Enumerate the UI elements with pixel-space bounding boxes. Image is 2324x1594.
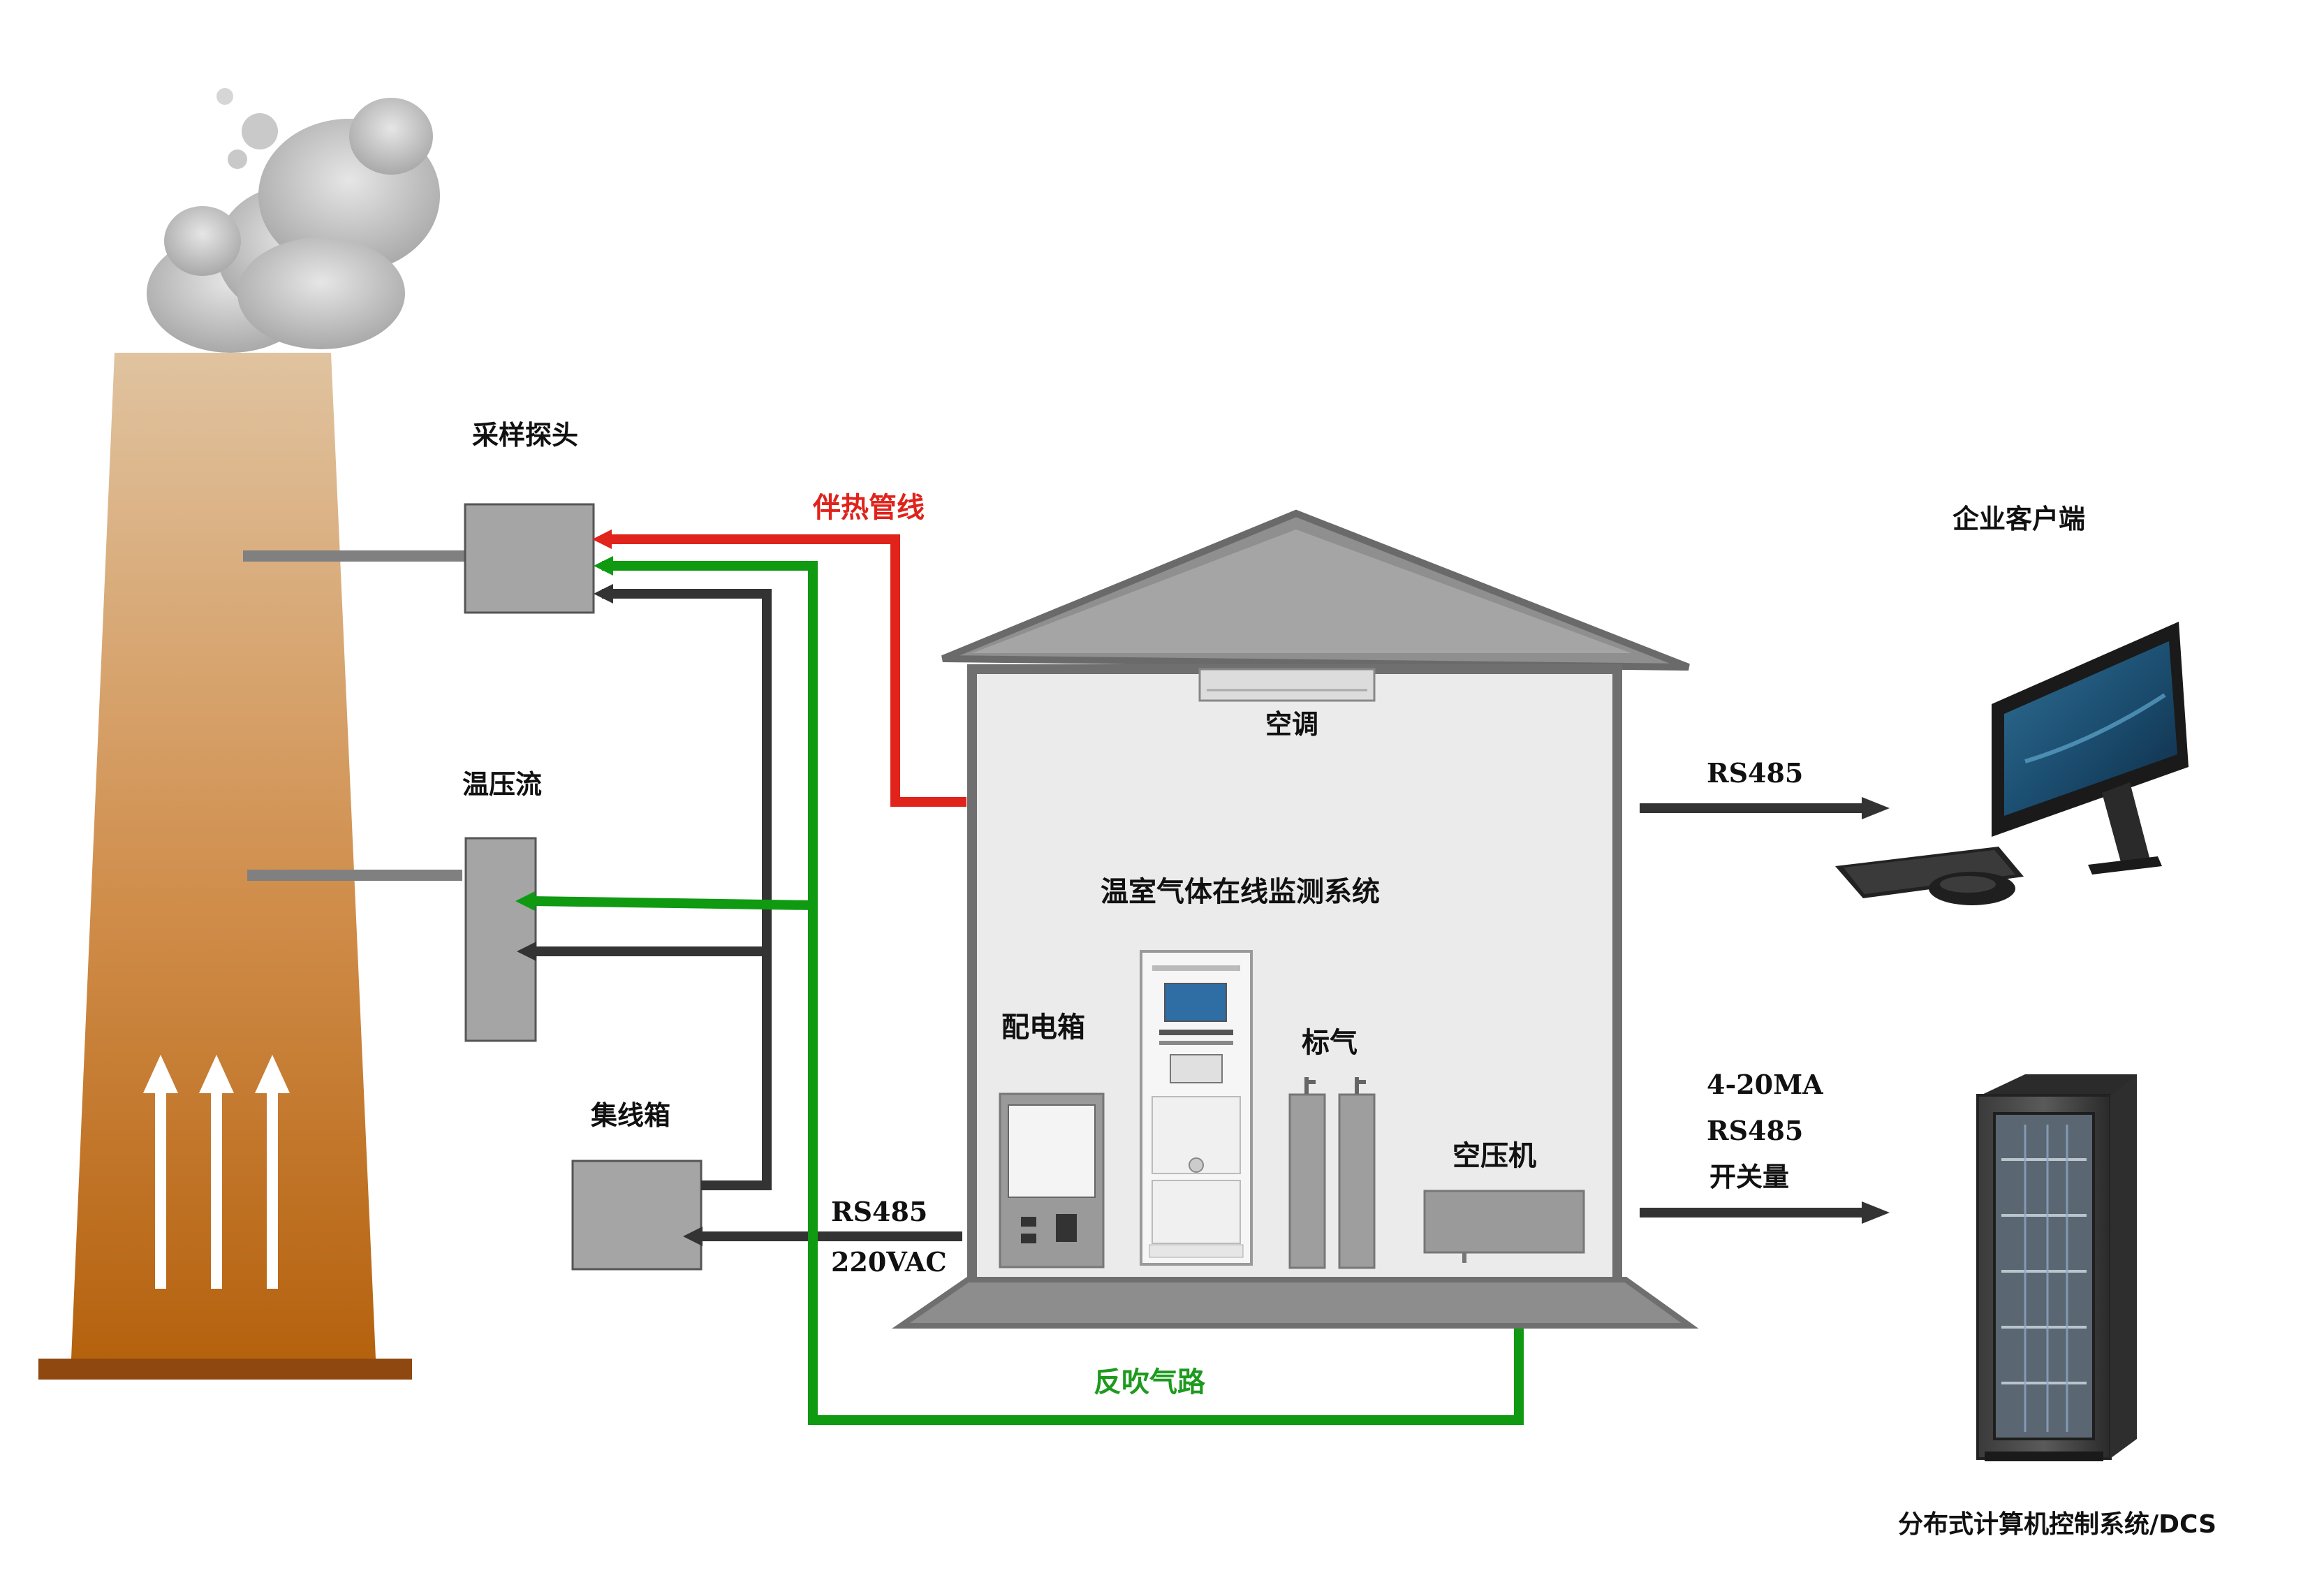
- junction-box-label: 集线箱: [590, 1100, 670, 1131]
- backblow-arrowhead: [515, 891, 535, 911]
- standard-gas-cylinders: [1288, 1077, 1376, 1269]
- client-computer: [1835, 622, 2189, 905]
- server-rack-icon: [1976, 1074, 2137, 1461]
- junction-box: [571, 1160, 703, 1271]
- probe-label: 采样探头: [472, 420, 578, 451]
- sampling-probe-box: [464, 503, 595, 614]
- client-link-arrow: [1640, 797, 1890, 819]
- signal-lines: [532, 589, 962, 1241]
- signal-arrowhead: [594, 584, 613, 604]
- dcs-link-label-3: 开关量: [1709, 1162, 1789, 1192]
- air-compressor-label: 空压机: [1452, 1140, 1536, 1172]
- signal-arrowhead: [517, 942, 536, 961]
- heat-trace-line: [602, 534, 966, 807]
- aircon-unit: [1198, 668, 1376, 702]
- heat-trace-arrowhead: [592, 529, 612, 549]
- system-name-label: 温室气体在线监测系统: [1101, 876, 1380, 908]
- temp-pressure-flow-box: [464, 837, 537, 1042]
- flow-sensor-rod: [247, 870, 462, 881]
- air-compressor: [1423, 1190, 1585, 1254]
- temp-pressure-flow-label: 温压流: [462, 769, 542, 800]
- probe-rod: [243, 550, 465, 562]
- left-link-label-1: RS485: [831, 1196, 927, 1227]
- monitor-icon: [1992, 622, 2189, 875]
- client-label: 企业客户端: [1952, 504, 2085, 534]
- backblow-label: 反吹气路: [1094, 1366, 1206, 1398]
- backblow-line: [531, 561, 1524, 1425]
- up-arrow-icon: [143, 1055, 290, 1289]
- chimney: [38, 88, 440, 1380]
- left-link-label-2: 220VAC: [831, 1246, 947, 1278]
- signal-arrowhead: [683, 1227, 703, 1246]
- dcs-label: 分布式计算机控制系统/DCS: [1898, 1510, 2216, 1539]
- distribution-box: [999, 1092, 1105, 1268]
- air-compressor-foot: [1462, 1252, 1466, 1263]
- standard-gas-label: 标气: [1302, 1027, 1358, 1059]
- mouse-icon: [1929, 872, 2015, 905]
- distribution-box-label: 配电箱: [1001, 1011, 1085, 1044]
- dcs-link-arrow: [1640, 1201, 1890, 1224]
- dcs-link-label-1: 4-20MA: [1707, 1069, 1823, 1100]
- dcs-link-label-2: RS485: [1707, 1115, 1803, 1146]
- analyzer-cabinet: [1140, 950, 1253, 1266]
- heat-trace-label: 伴热管线: [812, 492, 925, 524]
- backblow-arrowhead: [594, 556, 613, 576]
- aircon-label: 空调: [1265, 709, 1318, 740]
- smoke-icon: [147, 88, 440, 353]
- keyboard-icon: [1835, 847, 2024, 898]
- client-link-label: RS485: [1707, 757, 1803, 789]
